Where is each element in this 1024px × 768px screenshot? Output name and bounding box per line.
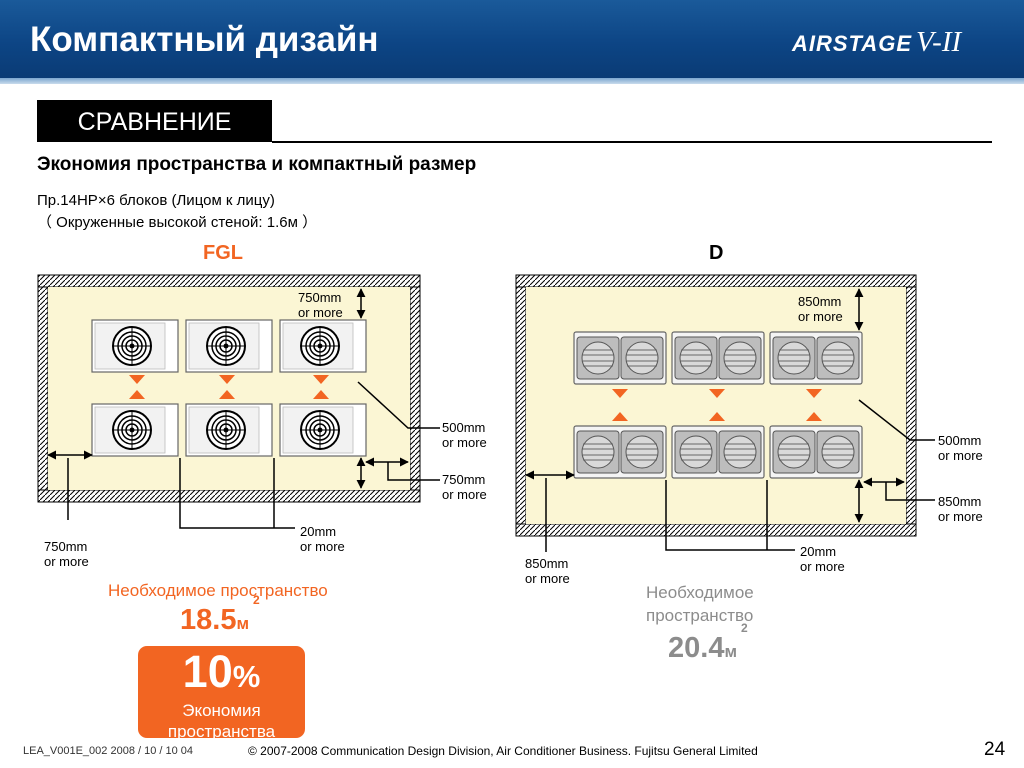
copyright-text: © 2007-2008 Communication Design Divisio…: [248, 744, 758, 758]
fgl-dim-gap-qualifier: or more: [300, 539, 345, 554]
d-area-number: 20.4: [668, 632, 725, 664]
fgl-enclosure: [37, 274, 421, 503]
d-area-exponent: 2: [741, 621, 748, 636]
d-dim-left-qualifier: or more: [525, 571, 570, 586]
savings-text-1: Экономия: [182, 701, 261, 720]
savings-number: 10: [182, 646, 233, 697]
d-dim-mid-value: 500mm: [938, 433, 982, 448]
d-enclosure: [515, 274, 917, 537]
fgl-required-space-value: 18.5м2: [180, 593, 260, 637]
d-required-space-label-2: пространство: [646, 606, 754, 625]
d-dim-right-qualifier: or more: [938, 509, 983, 524]
fgl-dim-top-value: 750mm: [298, 290, 342, 305]
fgl-airflow-arrows: [129, 375, 329, 399]
header-divider: [0, 78, 1024, 84]
page-title: Компактный дизайн: [30, 20, 379, 59]
section-subtitle: Экономия пространства и компактный разме…: [37, 154, 477, 175]
fgl-area-exponent: 2: [253, 593, 260, 608]
d-dim-top-value: 850mm: [798, 294, 842, 309]
fgl-area-number: 18.5: [180, 604, 237, 636]
fgl-dim-right-qualifier: or more: [442, 487, 487, 502]
logo-version: V-II: [916, 26, 962, 58]
savings-percent-sign: %: [232, 659, 261, 694]
condition-line-1: Пр.14HP×6 блоков (Лицом к лицу): [37, 192, 275, 209]
savings-badge: 10% Экономия пространства: [138, 646, 305, 741]
d-dimension-lines: [525, 288, 935, 552]
d-dim-right-value: 850mm: [938, 494, 982, 509]
fgl-dim-mid-qualifier: or more: [442, 435, 487, 450]
savings-text-2: пространства: [167, 722, 276, 741]
d-dim-gap-qualifier: or more: [800, 559, 845, 574]
section-rule: [272, 141, 992, 143]
document-id: LEA_V001E_002 2008 / 10 / 10 04: [23, 745, 194, 757]
fgl-dim-right-value: 750mm: [442, 472, 486, 487]
fgl-dim-top-qualifier: or more: [298, 305, 343, 320]
section-label: СРАВНЕНИЕ: [37, 100, 272, 142]
fgl-required-space-label: Необходимое пространство: [108, 581, 328, 600]
page-number: 24: [984, 739, 1006, 760]
d-dim-top-qualifier: or more: [798, 309, 843, 324]
fgl-dim-left-qualifier: or more: [44, 554, 89, 569]
fgl-label: FGL: [203, 242, 243, 264]
condition-line-2: （ Окруженные высокой стеной: 1.6м ）: [37, 214, 318, 231]
d-dim-mid-qualifier: or more: [938, 448, 983, 463]
d-dim-left-value: 850mm: [525, 556, 569, 571]
savings-percent: 10%: [138, 649, 305, 700]
d-airflow-arrows: [612, 389, 822, 421]
fgl-area-unit: м: [236, 614, 250, 633]
d-label: D: [709, 242, 724, 264]
header-bar: [0, 0, 1024, 78]
d-required-space-label-1: Необходимое: [646, 583, 754, 602]
fgl-dim-gap-value: 20mm: [300, 524, 337, 539]
fgl-dimension-lines: [47, 288, 440, 529]
d-required-space-value: 20.4м2: [668, 621, 748, 665]
fgl-dim-mid-value: 500mm: [442, 420, 486, 435]
d-dim-gap-value: 20mm: [800, 544, 837, 559]
fgl-dim-left-value: 750mm: [44, 539, 88, 554]
d-area-unit: м: [724, 642, 738, 661]
logo-wordmark: AIRSTAGE: [792, 31, 913, 56]
